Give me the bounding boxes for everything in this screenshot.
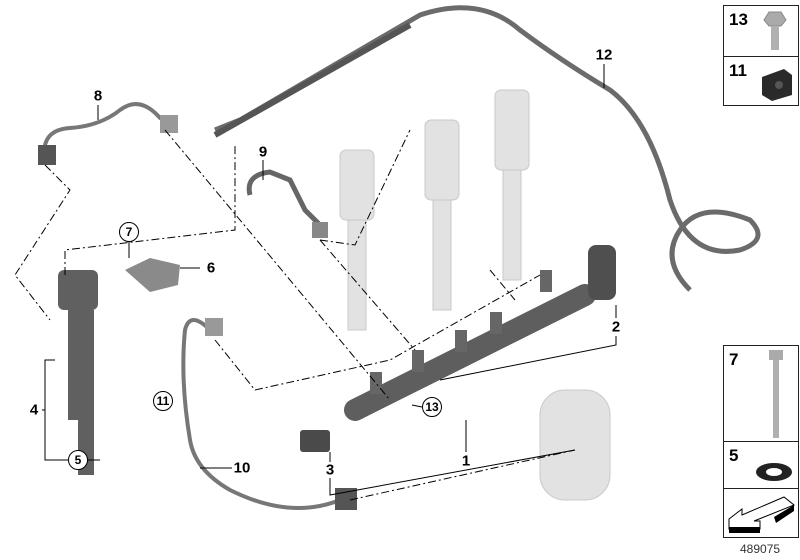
- fuel-line-12: [214, 5, 761, 292]
- long-bolt-icon: [769, 350, 783, 438]
- panel-13-bolt: 13: [723, 5, 799, 57]
- clamp-6: [125, 258, 180, 292]
- injector-4: [58, 270, 98, 475]
- pressure-sensor-2: [588, 245, 616, 300]
- fuel-line-8: [42, 102, 176, 161]
- panel-11-grommet: 11: [723, 56, 799, 106]
- circled-callout-11: 11: [153, 391, 173, 411]
- grommet-icon: [762, 69, 792, 101]
- callout-9: 9: [258, 143, 268, 161]
- fuel-line-9: [246, 169, 322, 227]
- sensor-3: [300, 430, 330, 452]
- callout-2: 2: [611, 318, 621, 336]
- callout-4: 4: [29, 401, 39, 419]
- hex-bolt-icon: [763, 11, 787, 50]
- washer-icon: [756, 463, 792, 481]
- callout-12: 12: [595, 46, 613, 64]
- callout-1: 1: [461, 452, 471, 470]
- callout-3: 3: [325, 461, 335, 479]
- panel-5-washer: 5: [723, 441, 799, 489]
- fuel-rail: [344, 284, 596, 421]
- panel-7-bolt: 7: [723, 345, 799, 442]
- circled-callout-5: 5: [68, 450, 88, 470]
- callout-10: 10: [233, 459, 251, 477]
- ghost-injectors: [339, 89, 611, 501]
- callout-8: 8: [93, 87, 103, 105]
- fuel-line-10: [181, 318, 341, 510]
- panel-direction-arrow: [723, 488, 799, 538]
- image-number: 489075: [740, 542, 781, 556]
- circled-callout-13: 13: [422, 397, 442, 417]
- arrow-icon: [728, 496, 795, 533]
- circled-callout-7: 7: [119, 222, 139, 242]
- callout-6: 6: [206, 259, 216, 277]
